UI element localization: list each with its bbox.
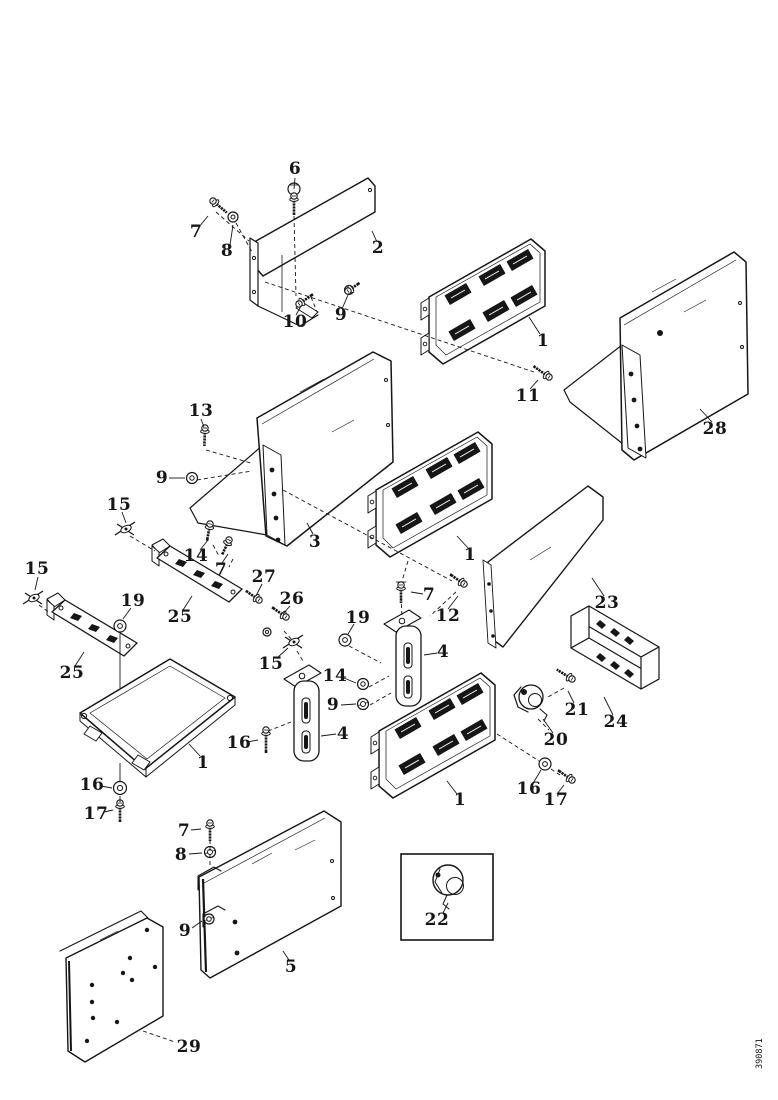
callout-7-22: 7 [423, 585, 435, 605]
callout-7-1: 7 [190, 222, 202, 242]
part-17-screw-left [115, 799, 125, 822]
callout-9-10: 9 [156, 468, 168, 488]
callout-12-23: 12 [436, 606, 461, 626]
part-28-mounting-panel [563, 251, 749, 461]
part-16-washer-left [112, 780, 128, 796]
part-1-control-unit-left [79, 658, 236, 778]
callout-1-21: 1 [464, 545, 476, 565]
callout-7-14: 7 [215, 560, 227, 580]
callout-1-35: 1 [197, 753, 209, 773]
callout-3-11: 3 [309, 532, 321, 552]
callout-17-40: 17 [544, 790, 569, 810]
part-16-washer-right [538, 757, 552, 771]
part-16-screw-center [261, 726, 271, 753]
callout-4-27: 4 [437, 642, 449, 662]
callout-9-43: 9 [179, 921, 191, 941]
callout-14-28: 14 [323, 666, 348, 686]
part-4-bracket-left [283, 664, 322, 762]
part-20-clamp [513, 684, 548, 722]
part-14-screw-mid [204, 520, 215, 541]
part-29-panel [59, 910, 164, 1063]
callout-9-5: 9 [335, 305, 347, 325]
callout-22-46: 22 [425, 910, 450, 930]
part-3-mounting-panel [189, 351, 394, 547]
callout-8-2: 8 [221, 241, 233, 261]
part-14-washer-center [356, 677, 370, 691]
callout-4-30: 4 [337, 724, 349, 744]
part-13-screw [200, 424, 210, 447]
part-7-pin-mid [221, 536, 233, 556]
callout-26-16: 26 [280, 589, 305, 609]
part-26-screw [262, 606, 290, 637]
callout-16-31: 16 [227, 733, 252, 753]
part-1-control-unit-mid [367, 431, 493, 558]
callout-29-45: 29 [177, 1037, 202, 1057]
callout-13-9: 13 [189, 401, 214, 421]
callout-5-44: 5 [285, 957, 297, 977]
part-10-screw [295, 293, 314, 308]
part-17-screw-right [557, 769, 576, 784]
part-15-clip-center [282, 634, 304, 649]
callout-19-25: 19 [346, 608, 371, 628]
callout-15-12: 15 [107, 495, 132, 515]
part-25-rail-upper [151, 538, 243, 603]
figure-number: 390871 [755, 1038, 765, 1069]
leader-lines [34, 177, 713, 1043]
part-1-control-unit-top [420, 238, 546, 365]
part-9-nut-lower [203, 913, 215, 925]
callout-1-6: 1 [537, 331, 549, 351]
part-22-knob-box [400, 853, 494, 941]
part-11-screw [532, 365, 553, 381]
part-15-clip-left [22, 590, 44, 605]
callout-25-20: 25 [60, 663, 85, 683]
part-7-screw-bottom [205, 819, 215, 841]
callout-28-8: 28 [703, 419, 728, 439]
part-25-rail-lower [46, 592, 138, 657]
part-2-mounting-bracket [249, 177, 376, 327]
part-4-bracket-right [383, 609, 422, 707]
callout-9-29: 9 [327, 695, 339, 715]
callout-16-36: 16 [80, 775, 105, 795]
callout-11-7: 11 [516, 386, 541, 406]
part-21-screw [556, 668, 576, 683]
callout-2-3: 2 [372, 238, 384, 258]
callout-15-26: 15 [259, 654, 284, 674]
callout-17-37: 17 [84, 804, 109, 824]
callout-24-32: 24 [604, 712, 629, 732]
part-24-channel-bracket [570, 605, 660, 690]
callout-23-24: 23 [595, 593, 620, 613]
callout-7-41: 7 [178, 821, 190, 841]
callout-20-34: 20 [544, 730, 569, 750]
part-27-bolt [245, 589, 263, 604]
part-19-washer-left [113, 619, 127, 633]
callout-6-0: 6 [289, 159, 301, 179]
part-8-washer-top [227, 211, 239, 223]
part-9-washer-mid [185, 471, 199, 485]
callout-14-13: 14 [184, 546, 209, 566]
part-9-nut-center [356, 697, 370, 711]
part-9-screw-top [343, 281, 361, 296]
callout-10-4: 10 [283, 312, 308, 332]
part-19-washer-right [338, 633, 352, 647]
part-23-panel [482, 485, 604, 649]
callout-19-18: 19 [121, 591, 146, 611]
part-6-screw [287, 182, 301, 215]
callout-25-19: 25 [168, 607, 193, 627]
callout-16-39: 16 [517, 779, 542, 799]
callout-21-33: 21 [565, 700, 590, 720]
part-15-clip-upper [114, 521, 136, 536]
callout-27-15: 27 [252, 567, 277, 587]
callout-8-42: 8 [175, 845, 187, 865]
part-5-panel [197, 810, 342, 979]
callout-1-38: 1 [454, 790, 466, 810]
part-12-screw [449, 573, 468, 588]
callout-15-17: 15 [25, 559, 50, 579]
part-7-pin-top [209, 197, 228, 214]
part-1-control-unit-bottom-right [370, 672, 496, 799]
